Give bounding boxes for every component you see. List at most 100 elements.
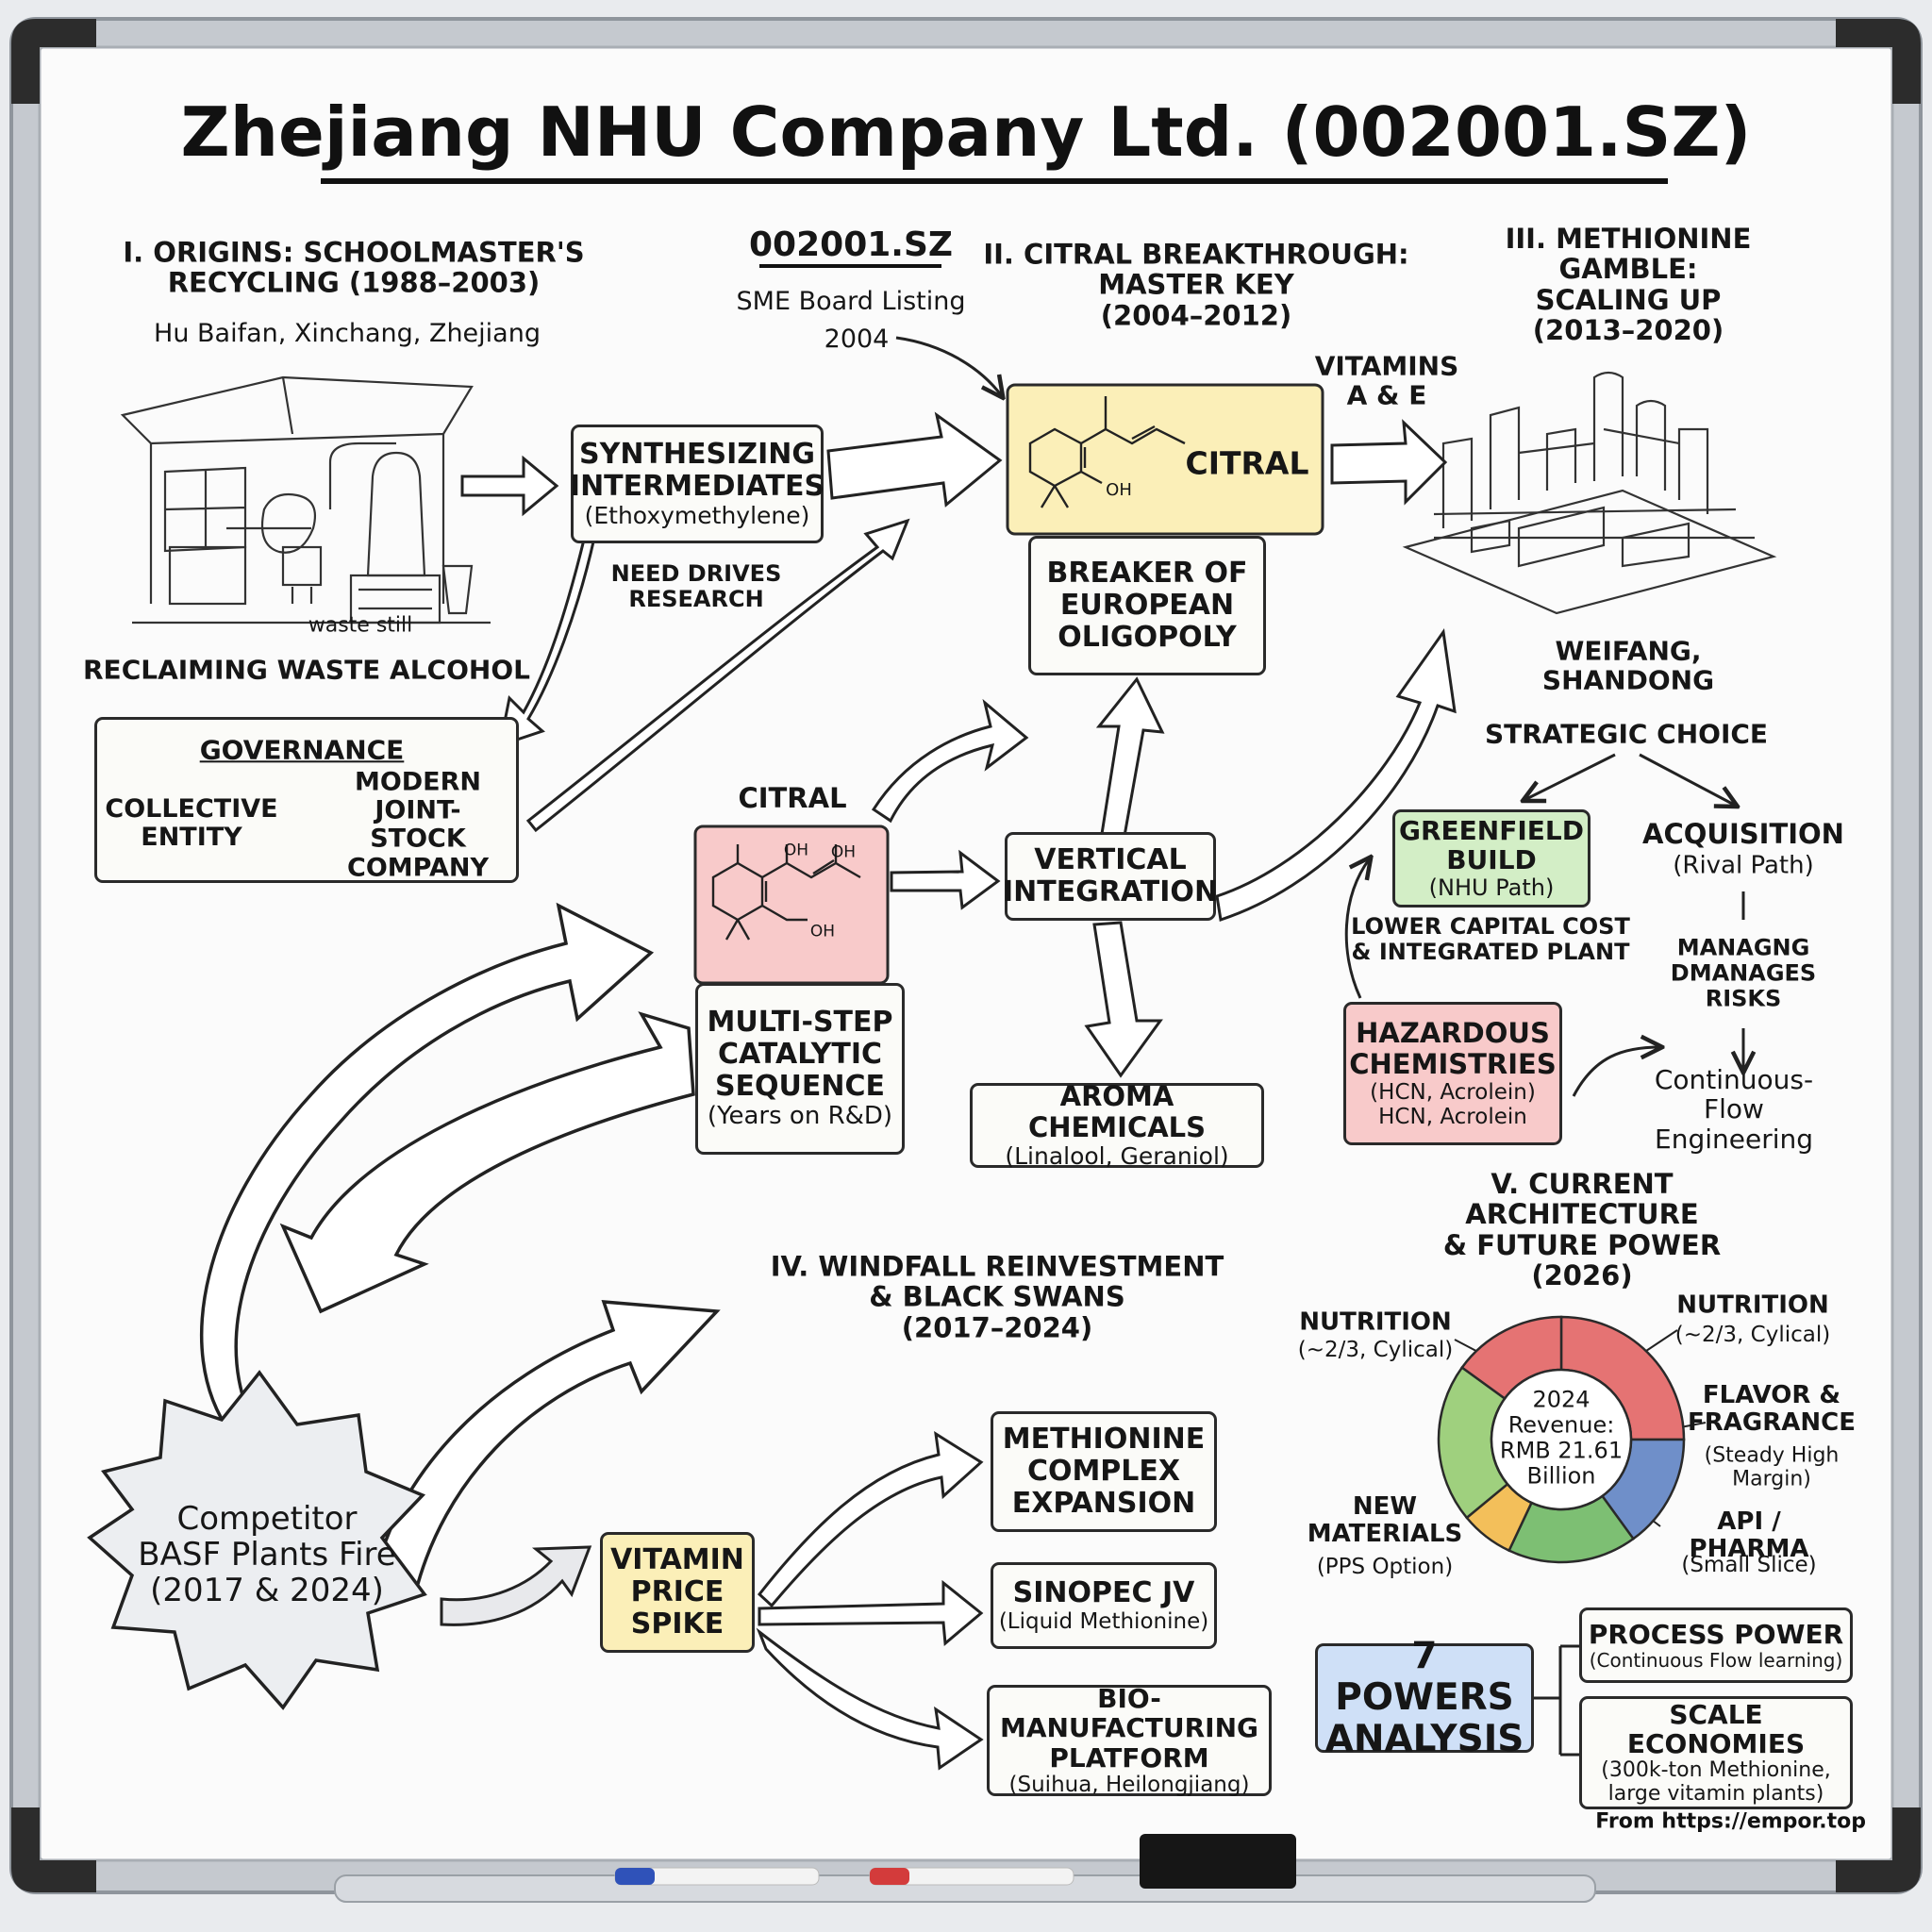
arrow-hazardous-to-greenfield [1344, 858, 1370, 999]
burst-text: Competitor BASF Plants Fire (2017 & 2024… [138, 1499, 396, 1610]
donut-label-api: API / PHARMA [1689, 1507, 1809, 1563]
vitamin-price-spike-box: VITAMIN PRICE SPIKE [600, 1532, 755, 1653]
red-molecule-structure [711, 844, 861, 941]
greenfield-detail: (NHU Path) [1428, 874, 1555, 902]
governance-to: MODERN JOINT-STOCK COMPANY [347, 767, 489, 883]
synth-title: SYNTHESIZING INTERMEDIATES [569, 437, 825, 503]
bio-manufacturing-box: BIO-MANUFACTURING PLATFORM(Suihua, Heilo… [987, 1682, 1272, 1797]
greenfield-title: GREENFIELD BUILD [1399, 814, 1584, 876]
donut-note-flavor: (Steady High Margin) [1704, 1443, 1840, 1491]
revenue-donut-chart [1437, 1315, 1686, 1564]
reclaiming-label: RECLAIMING WASTE ALCOHOL [83, 654, 530, 686]
arrow-listing-to-citral [895, 336, 1002, 396]
red-oh-2: OH [830, 842, 857, 862]
hollow-arrow-citral-up [871, 698, 1029, 824]
donut-hole [1490, 1368, 1633, 1511]
greenfield-box: GREENFIELD BUILD(NHU Path) [1392, 809, 1591, 908]
scale-economies-box: SCALE ECONOMIES(300k-ton Methionine, lar… [1579, 1696, 1853, 1809]
governance-heading: GOVERNANCE [199, 734, 405, 766]
arrow-hazardous-to-flow [1572, 1047, 1660, 1097]
vitamins-label: VITAMINS A & E [1314, 350, 1459, 411]
arrow-choice-right [1639, 753, 1736, 806]
governance-from: COLLECTIVE ENTITY [105, 793, 278, 852]
waste-still-label: waste still [308, 613, 413, 638]
donut-label-nutrition-right: NUTRITION [1676, 1291, 1829, 1320]
aroma-chemicals-box: AROMA CHEMICALS(Linalool, Geraniol) [970, 1080, 1264, 1170]
acquisition-title: ACQUISITION [1642, 817, 1844, 850]
synthesizing-intermediates-box: SYNTHESIZING INTERMEDIATES(Ethoxymethyle… [569, 425, 825, 543]
aroma-title: AROMA CHEMICALS [1027, 1080, 1207, 1143]
windfall-heading: IV. WINDFALL REINVESTMENT & BLACK SWANS … [770, 1250, 1224, 1344]
red-oh-3: OH [809, 922, 836, 941]
aroma-detail: (Linalool, Geraniol) [1005, 1141, 1229, 1170]
need-drives-label: NEED DRIVES RESEARCH [610, 560, 782, 612]
corner-cap-bl [11, 1807, 96, 1892]
citral-small-label: CITRAL [738, 781, 847, 814]
breaker-text: BREAKER OF EUROPEAN OLIGOPOLY [1046, 557, 1248, 654]
process-power-box: PROCESS POWER(Continuous Flow learning) [1579, 1607, 1853, 1683]
donut-label-new-materials: NEW MATERIALS [1307, 1491, 1463, 1548]
hollow-arrow-spike-to-sinopec [758, 1579, 984, 1646]
hollow-arrow-burst-loop [199, 902, 655, 1436]
source-credit: From https://empor.top [1595, 1809, 1866, 1834]
hollow-arrow-burst-to-spike [440, 1545, 592, 1626]
weifang-label: WEIFANG, SHANDONG [1541, 635, 1715, 696]
donut-note-api: (Small Slice) [1681, 1553, 1817, 1578]
methionine-heading: III. METHIONINE GAMBLE: SCALING UP (2013… [1505, 223, 1752, 347]
multi-step-title: MULTI-STEP CATALYTIC SEQUENCE [707, 1006, 893, 1104]
seven-powers-box: 7 POWERS ANALYSIS [1315, 1635, 1534, 1760]
donut-label-flavor: FLAVOR & FRAGRANCE [1688, 1380, 1856, 1437]
basf-fire-burst [87, 1370, 427, 1710]
current-heading: V. CURRENT ARCHITECTURE & FUTURE POWER (… [1442, 1168, 1722, 1292]
eraser [1140, 1834, 1296, 1889]
hollow-arrow-burst-to-windfall [370, 1300, 721, 1597]
hollow-arrow-synth-to-citral [826, 411, 1003, 508]
citral-oh-label: OH [1106, 479, 1132, 500]
strategic-choice-label: STRATEGIC CHOICE [1484, 718, 1769, 750]
hollow-arrow-molecule-to-vertical [890, 849, 1001, 910]
hollow-arrow-vertical-to-aroma [1084, 921, 1163, 1078]
vertical-integration-box: VERTICAL INTEGRATION [1002, 832, 1219, 921]
donut-note-new-materials: (PPS Option) [1316, 1555, 1454, 1580]
vitamin-spike-text: VITAMIN PRICE SPIKE [610, 1543, 744, 1641]
page-title: Zhejiang NHU Company Ltd. (002001.SZ) [180, 92, 1752, 172]
corner-cap-br [1836, 1807, 1921, 1892]
listing-ticker: 002001.SZ [749, 225, 953, 264]
hollow-arrow-spike-to-bio [756, 1627, 984, 1771]
hollow-arrow-workshop-to-synth [460, 455, 559, 517]
red-marker-cap [870, 1868, 909, 1885]
continuous-flow-label: Continuous-Flow Engineering [1654, 1063, 1814, 1155]
sinopec-title: SINOPEC JV [1012, 1576, 1195, 1610]
corner-cap-tr [1836, 19, 1921, 104]
sinopec-detail: (Liquid Methionine) [998, 1608, 1209, 1634]
acquisition-detail: (Rival Path) [1673, 851, 1814, 880]
red-oh-1: OH [783, 841, 809, 860]
leader-nutrition-right [1645, 1329, 1678, 1352]
lower-cost-label: LOWER CAPITAL COST & INTEGRATED PLANT [1351, 913, 1630, 965]
hollow-arrow-loop-to-burst [279, 1011, 695, 1314]
bio-title: BIO-MANUFACTURING PLATFORM [999, 1682, 1259, 1774]
citral-molecule-structure [1028, 396, 1186, 508]
managing-risks-label: MANAGNG DMANAGES RISKS [1670, 934, 1817, 1012]
listing-line2: 2004 [824, 324, 890, 354]
hollow-arrow-vertical-to-breaker [1095, 676, 1165, 838]
seven-powers-text: 7 POWERS ANALYSIS [1324, 1634, 1524, 1761]
hazardous-title: HAZARDOUS CHEMISTRIES [1349, 1017, 1557, 1081]
breaker-box: BREAKER OF EUROPEAN OLIGOPOLY [1028, 536, 1266, 675]
blue-marker-cap [615, 1868, 655, 1885]
corner-cap-tl [11, 19, 96, 104]
multi-step-box: MULTI-STEP CATALYTIC SEQUENCE(Years on R… [695, 983, 905, 1155]
governance-box: GOVERNANCE COLLECTIVE ENTITY MODERN JOIN… [94, 717, 519, 883]
arrow-choice-left [1524, 753, 1616, 800]
hollow-arrow-spike-to-meth [757, 1431, 984, 1608]
vertical-text: VERTICAL INTEGRATION [1002, 843, 1219, 908]
origins-subheading: Hu Baifan, Xinchang, Zhejiang [154, 318, 541, 348]
process-power-detail: (Continuous Flow learning) [1589, 1648, 1843, 1672]
hazardous-box: HAZARDOUS CHEMISTRIES(HCN, Acrolein) HCN… [1343, 1002, 1562, 1145]
meth-complex-text: METHIONINE COMPLEX EXPANSION [1002, 1423, 1206, 1520]
donut-label-nutrition-left: NUTRITION [1299, 1307, 1452, 1337]
origins-heading: I. ORIGINS: SCHOOLMASTER'S RECYCLING (19… [123, 236, 585, 299]
methionine-complex-box: METHIONINE COMPLEX EXPANSION [991, 1411, 1217, 1532]
